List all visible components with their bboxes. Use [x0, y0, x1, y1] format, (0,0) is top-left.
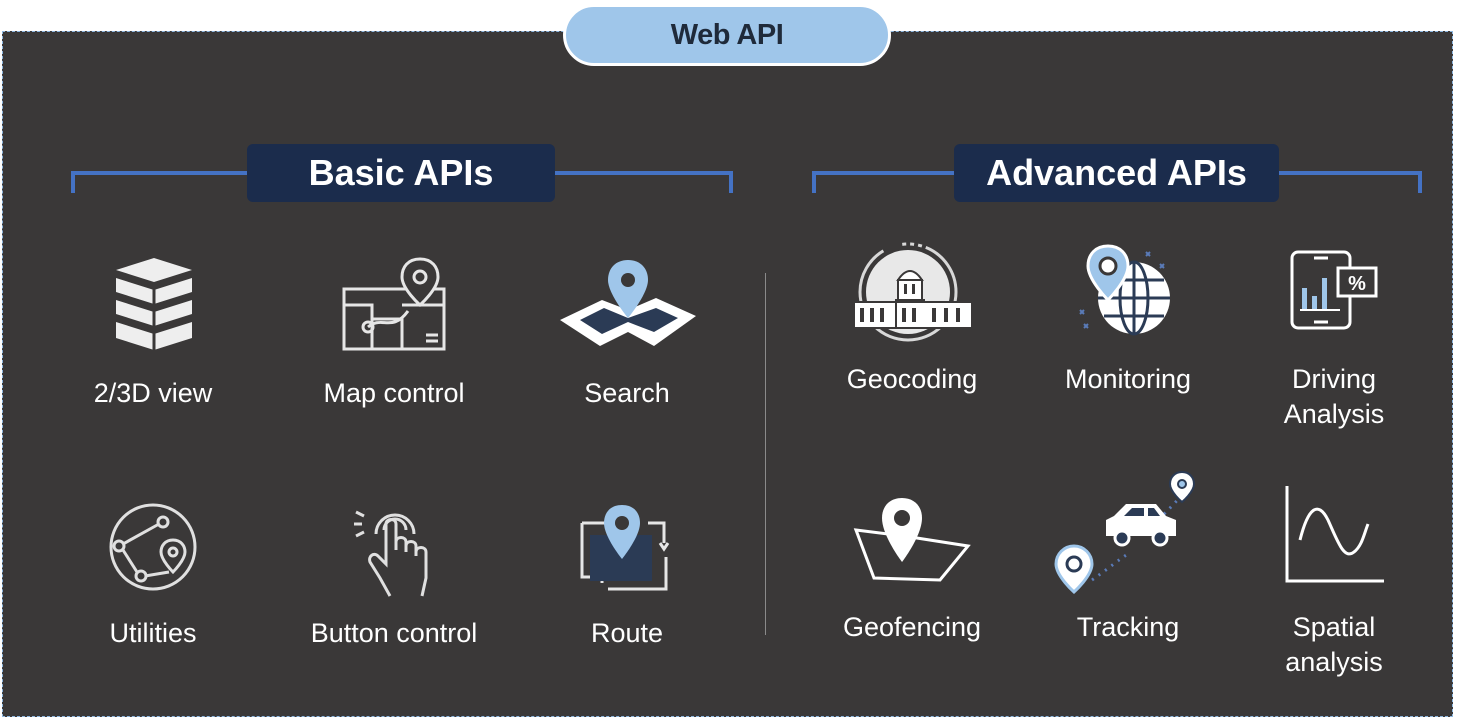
advanced-item-tracking: Tracking — [1028, 610, 1228, 645]
sine-graph-icon — [1285, 486, 1384, 583]
map-search-pin-icon — [560, 260, 696, 346]
item-label: Monitoring — [1064, 364, 1192, 394]
map-pin-icon — [342, 257, 446, 351]
advanced-item-monitoring: Monitoring — [1028, 362, 1228, 397]
network-globe-icon — [109, 503, 197, 591]
layered-building-icon — [116, 258, 192, 350]
item-label: Button control — [310, 618, 478, 648]
item-label: Tracking — [1076, 612, 1180, 642]
basic-item-map-control: Map control — [289, 376, 499, 411]
item-label: Geocoding — [846, 364, 978, 394]
item-label: Spatial analysis — [1285, 612, 1383, 677]
group-divider — [765, 273, 766, 635]
item-label: Geofencing — [842, 612, 982, 642]
touch-hand-icon — [354, 510, 428, 597]
basic-item-utilities: Utilities — [63, 616, 243, 651]
car-tracking-icon — [1054, 470, 1196, 595]
basic-apis-label: Basic APIs — [247, 144, 555, 202]
page-title: Web API — [563, 4, 891, 66]
phone-chart-icon: % — [1290, 250, 1378, 330]
basic-item-2-3d-view: 2/3D view — [63, 376, 243, 411]
item-label: Driving Analysis — [1283, 364, 1385, 429]
advanced-item-spatial-analysis: Spatial analysis — [1244, 610, 1424, 680]
advanced-item-geocoding: Geocoding — [812, 362, 1012, 397]
route-map-icon — [580, 505, 670, 591]
basic-item-search: Search — [537, 376, 717, 411]
item-label: Route — [590, 618, 664, 648]
advanced-item-driving-analysis: Driving Analysis — [1244, 362, 1424, 432]
building-globe-icon — [853, 242, 973, 342]
advanced-apis-label: Advanced APIs — [954, 144, 1279, 202]
svg-text:%: % — [1348, 273, 1366, 295]
item-label: Map control — [323, 378, 465, 408]
item-label: Search — [584, 378, 670, 408]
geofence-pin-icon — [853, 498, 971, 582]
globe-pin-icon — [1079, 244, 1170, 336]
basic-item-route: Route — [537, 616, 717, 651]
item-label: 2/3D view — [93, 378, 213, 408]
item-label: Utilities — [109, 618, 197, 648]
web-api-panel — [2, 31, 1453, 717]
basic-item-button-control: Button control — [289, 616, 499, 651]
advanced-item-geofencing: Geofencing — [812, 610, 1012, 645]
